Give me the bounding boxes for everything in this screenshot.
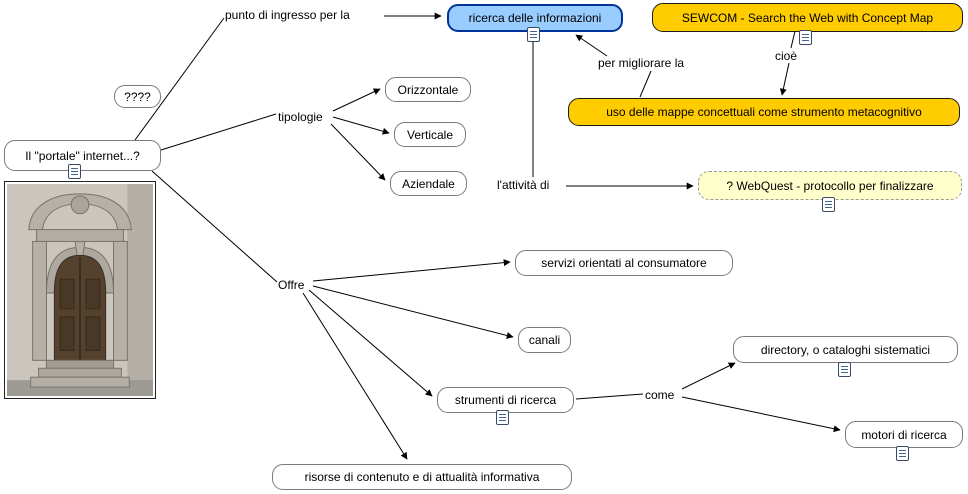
resource-icon[interactable] (68, 164, 81, 179)
concept-servizi-consumatore[interactable]: servizi orientati al consumatore (515, 250, 733, 276)
concept-canali[interactable]: canali (518, 327, 571, 353)
portal-door-illustration (7, 184, 153, 396)
concept-uso-mappe-concettuali[interactable]: uso delle mappe concettuali come strumen… (568, 98, 960, 126)
resource-icon[interactable] (838, 362, 851, 377)
concept-risorse-di-contenuto[interactable]: risorse di contenuto e di attualità info… (272, 464, 572, 490)
concept-aziendale[interactable]: Aziendale (390, 171, 467, 196)
concept-webquest[interactable]: ? WebQuest - protocollo per finalizzare (698, 171, 962, 200)
resource-icon[interactable] (496, 410, 509, 425)
resource-icon[interactable] (896, 446, 909, 461)
linking-phrase-punto-di-ingresso[interactable]: punto di ingresso per la (225, 8, 350, 22)
concept-il-portale-internet[interactable]: Il "portale" internet...? (4, 140, 161, 171)
concept-question-marks[interactable]: ???? (114, 85, 161, 108)
concept-directory-cataloghi[interactable]: directory, o cataloghi sistematici (733, 336, 958, 363)
resource-icon[interactable] (822, 197, 835, 212)
linking-phrase-per-migliorare-la[interactable]: per migliorare la (598, 56, 685, 70)
linking-phrase-offre[interactable]: Offre (278, 278, 305, 292)
concept-strumenti-di-ricerca[interactable]: strumenti di ricerca (437, 387, 574, 413)
linking-phrase-tipologie[interactable]: tipologie (278, 110, 323, 124)
concept-verticale[interactable]: Verticale (394, 122, 466, 147)
portal-door-photo[interactable] (4, 181, 156, 399)
concept-motori-di-ricerca[interactable]: motori di ricerca (845, 421, 963, 448)
concept-orizzontale[interactable]: Orizzontale (385, 77, 471, 102)
linking-phrase-come[interactable]: come (645, 388, 675, 402)
linking-phrase-attivita-di[interactable]: l'attività di (497, 178, 550, 192)
resource-icon[interactable] (527, 27, 540, 42)
concept-sewcom[interactable]: SEWCOM - Search the Web with Concept Map (652, 3, 963, 32)
resource-icon[interactable] (799, 30, 812, 45)
linking-phrase-cioe[interactable]: cioè (775, 49, 798, 63)
